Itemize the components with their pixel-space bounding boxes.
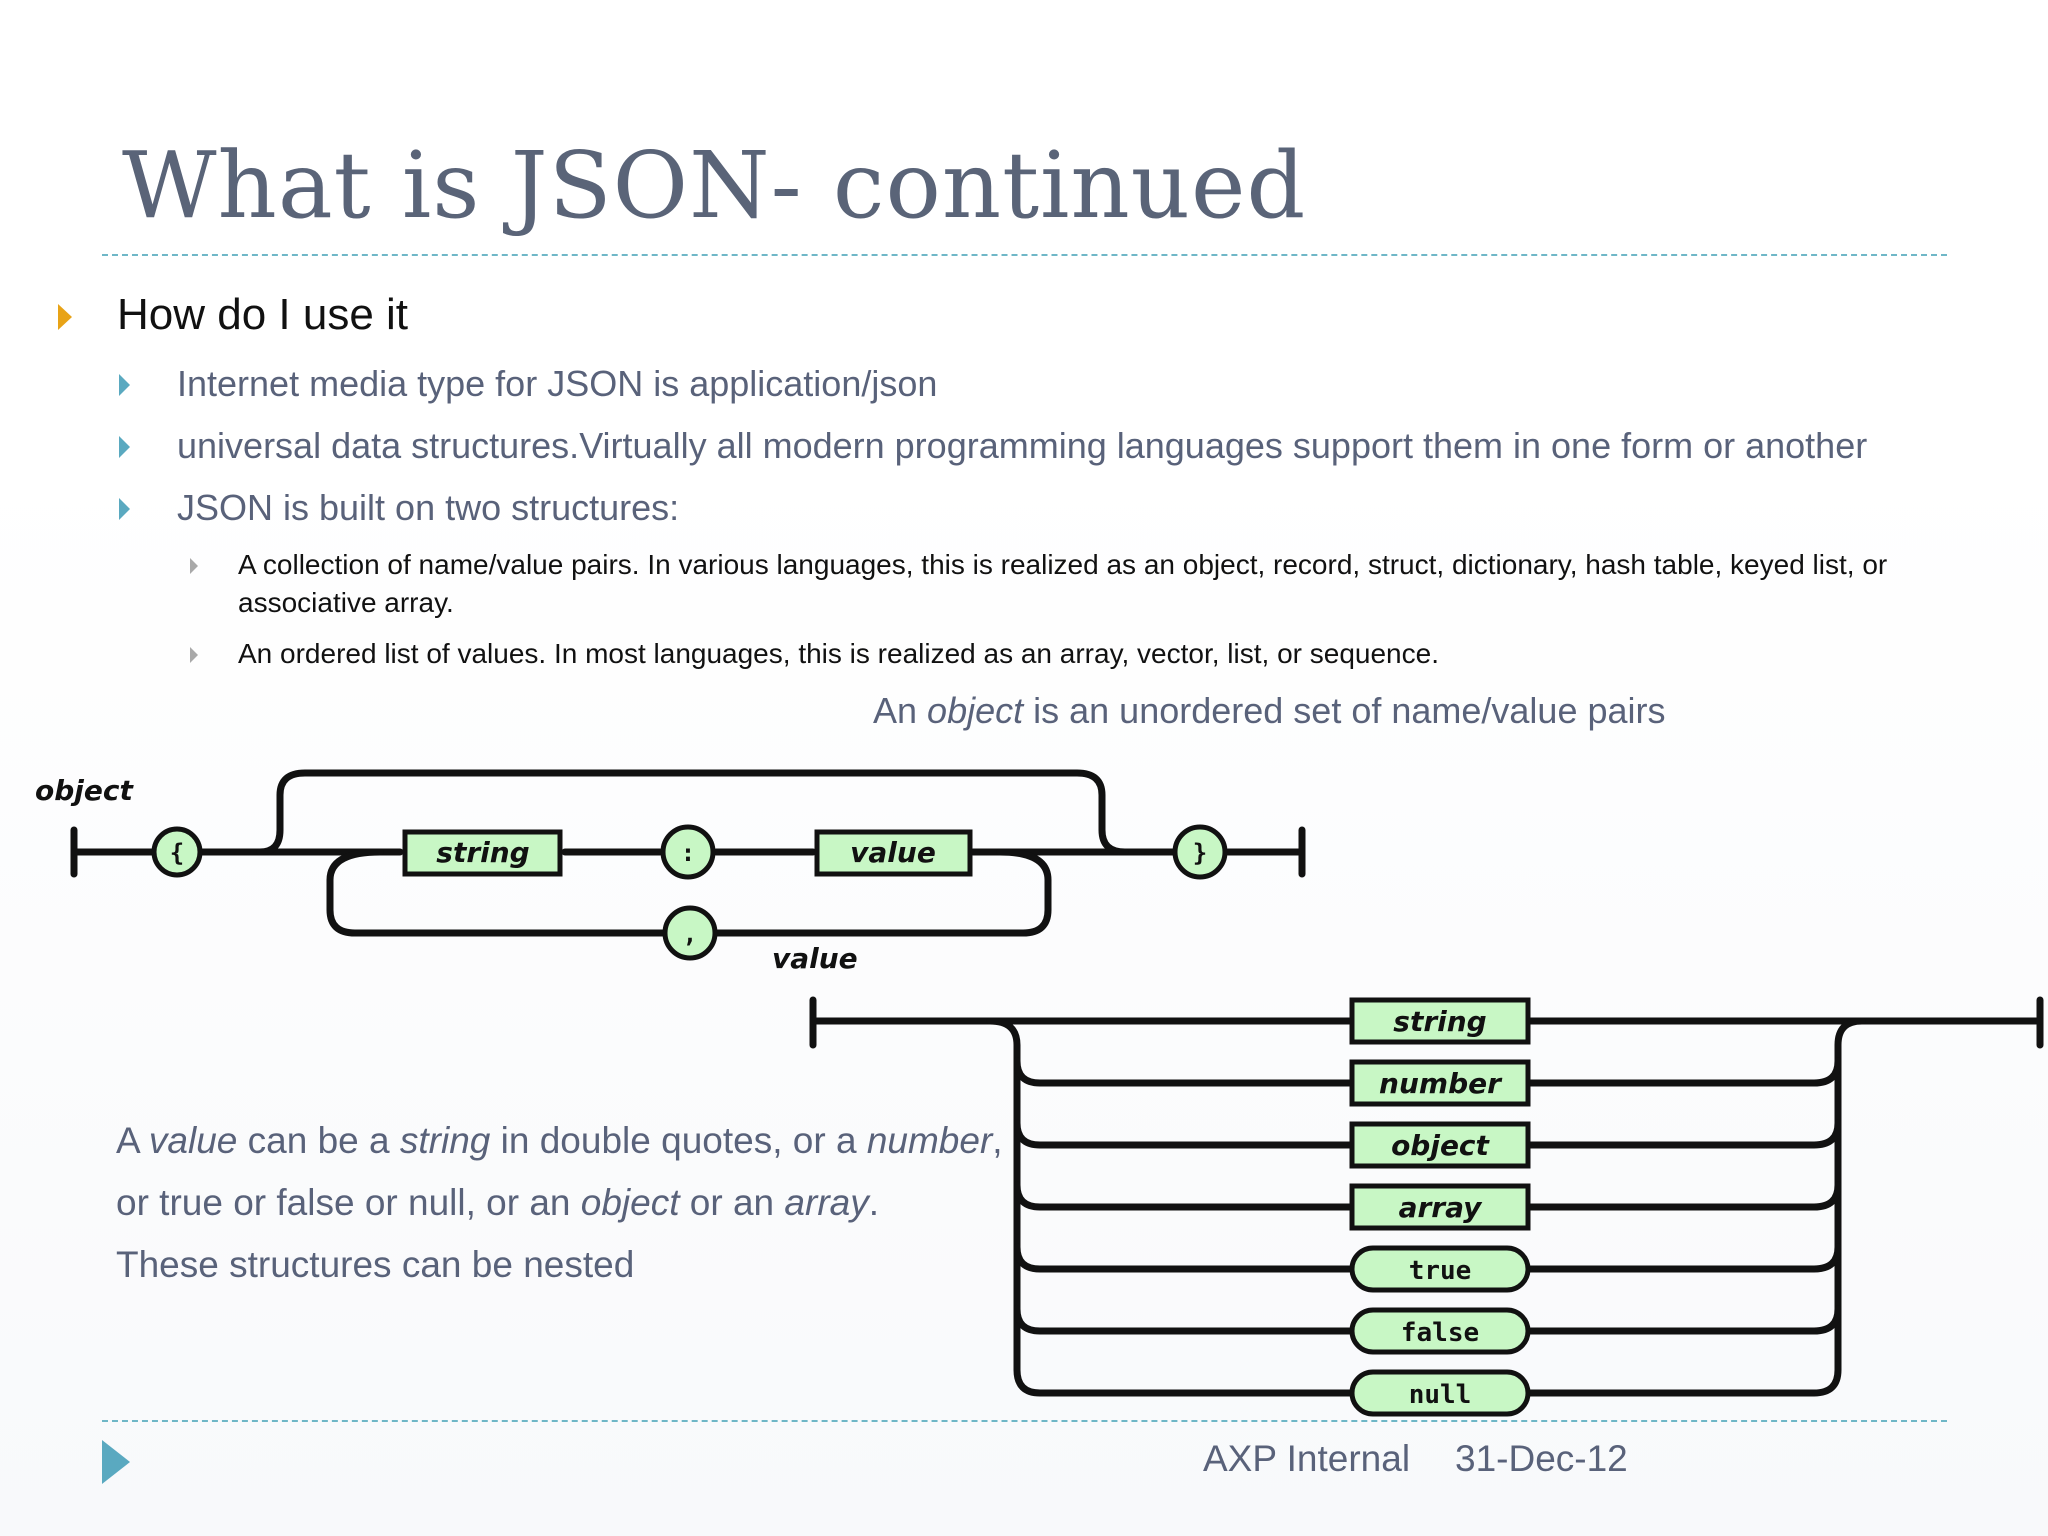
bullet-ordered-list: An ordered list of values. In most langu… — [238, 638, 1439, 669]
value-branch-right — [1524, 1181, 1842, 1211]
value-node-number — [1349, 1059, 1531, 1107]
value-text-run: A — [116, 1120, 149, 1161]
value-description-line-1: A value can be a string in double quotes… — [116, 1110, 1003, 1172]
bullet-arrow-icon — [119, 436, 130, 458]
value-node-label-array: array — [1399, 1191, 1484, 1224]
value-node-label-true: true — [1409, 1256, 1472, 1286]
title-divider — [102, 254, 1947, 256]
value-text-run: number — [866, 1120, 993, 1161]
value-text-run: in double quotes, or a — [490, 1120, 867, 1161]
bullet-arrow-icon — [58, 304, 72, 330]
value-node-label-object: object — [1391, 1129, 1490, 1162]
open-brace-node: { — [170, 839, 184, 867]
close-brace-node: } — [1193, 839, 1207, 867]
bullet-arrow-icon — [119, 374, 130, 396]
value-text-run: . — [868, 1182, 880, 1223]
footer-arrow-icon — [102, 1440, 130, 1484]
bullet-how-do-i-use-it: How do I use it — [117, 290, 409, 339]
value-branch-left — [1013, 1119, 1356, 1149]
value-text-run: value — [148, 1120, 238, 1161]
object-caption: An object is an unordered set of name/va… — [873, 690, 1666, 732]
value-node-false — [1349, 1307, 1531, 1355]
bullet-universal-structures: universal data structures.Virtually all … — [177, 425, 1868, 466]
bullet-arrow-icon — [119, 498, 130, 520]
bullet-arrow-icon — [190, 558, 198, 574]
value-node-null — [1349, 1369, 1531, 1417]
value-node-label-null: null — [1409, 1380, 1472, 1410]
value-description-line-2: or true or false or null, or an object o… — [116, 1172, 1003, 1234]
caption-post: is an unordered set of name/value pairs — [1023, 690, 1666, 731]
caption-em: object — [927, 690, 1024, 731]
value-text-run: string — [399, 1120, 491, 1161]
bullet-two-structures: JSON is built on two structures: — [177, 487, 680, 528]
footer-date: 31-Dec-12 — [1455, 1438, 1628, 1479]
value-description: A value can be a string in double quotes… — [116, 1110, 1003, 1296]
bullet-name-value-pairs: A collection of name/value pairs. In var… — [238, 549, 1888, 618]
value-branch-left — [1013, 1305, 1356, 1335]
value-node-label-false: false — [1401, 1318, 1479, 1348]
value-node-label-string: string — [1393, 1005, 1486, 1038]
value-branch-left — [1013, 1243, 1356, 1273]
value-text-run: or true or false or null, or an — [116, 1182, 581, 1223]
comma-node: , — [683, 920, 697, 948]
value-node-label-number: number — [1379, 1067, 1503, 1100]
value-branch-right — [1524, 1243, 1842, 1273]
value-text-run: can be a — [237, 1120, 400, 1161]
string-node: string — [436, 836, 529, 869]
value-branch-left — [1013, 1181, 1356, 1211]
colon-node: : — [681, 839, 695, 867]
value-branch-left — [1013, 1057, 1356, 1087]
value-branch-right — [1524, 1305, 1842, 1335]
value-node-string — [1349, 997, 1531, 1045]
bullet-arrow-icon — [190, 647, 198, 663]
value-branch-right — [1524, 1057, 1842, 1087]
value-node-true — [1349, 1245, 1531, 1293]
footer-divider — [102, 1420, 1947, 1422]
caption-pre: An — [873, 690, 928, 731]
slide-title: What is JSON- continued — [122, 132, 1307, 239]
bullet-media-type: Internet media type for JSON is applicat… — [177, 363, 938, 404]
value-description-line-3: These structures can be nested — [116, 1244, 635, 1285]
value-node-array — [1349, 1183, 1531, 1231]
value-text-run: or an — [679, 1182, 785, 1223]
value-branch-right — [1524, 1119, 1842, 1149]
value-node: value — [850, 836, 936, 869]
footer-org: AXP Internal — [1203, 1438, 1411, 1479]
value-text-run: object — [580, 1182, 680, 1223]
value-text-run: , — [992, 1120, 1003, 1161]
object-diagram-label: object — [35, 774, 134, 807]
value-text-run: array — [784, 1182, 869, 1223]
value-node-object — [1349, 1121, 1531, 1169]
value-diagram-label: value — [772, 942, 858, 975]
